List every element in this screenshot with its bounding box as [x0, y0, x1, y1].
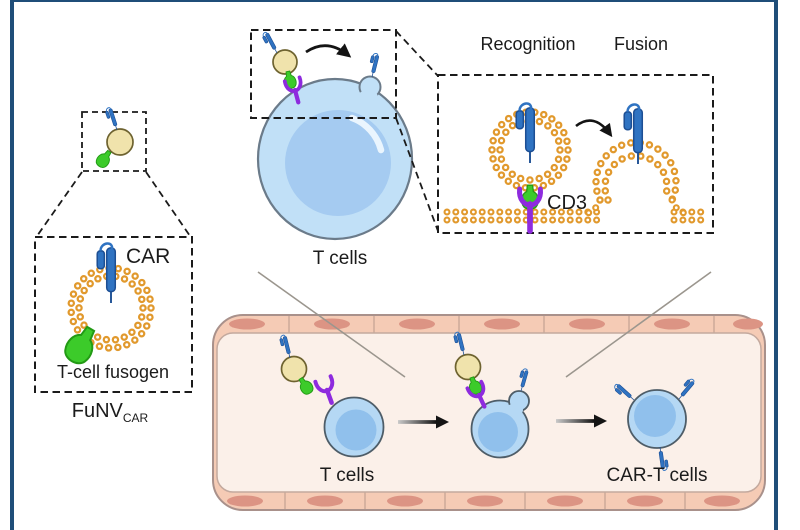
funv-free-vesicle — [278, 333, 316, 397]
nucleus — [478, 412, 518, 452]
step-arrow-2 — [556, 414, 607, 428]
mechanism-box — [437, 74, 714, 234]
curved-arrow — [305, 43, 352, 58]
nucleus — [285, 110, 391, 216]
vesicle-icon — [272, 49, 298, 75]
funv-detail-box — [34, 236, 193, 393]
binding-panel — [250, 29, 439, 232]
car-label: CAR — [126, 245, 171, 268]
car-t-cell — [612, 376, 697, 472]
cart-cells-label: CAR-T cells — [606, 465, 708, 486]
funv-panel — [34, 106, 193, 393]
car-receptor-icon — [366, 52, 380, 78]
zoom-box-binding — [250, 29, 397, 119]
endothelium-dividers — [284, 316, 715, 509]
car-receptor-icon — [514, 102, 536, 165]
endothelial-nuclei — [227, 318, 763, 507]
cd3-label: CD3 — [547, 192, 588, 214]
zoom-connector — [145, 171, 191, 237]
mechanism-panel — [437, 74, 714, 234]
funv-title: FuNVCAR — [71, 400, 149, 425]
tcells-vessel-label: T cells — [319, 465, 375, 486]
step-arrow-1 — [398, 415, 449, 429]
fusion-dome — [584, 138, 688, 217]
t-cell-closeup — [256, 77, 414, 241]
vesicle-icon — [106, 128, 134, 156]
zoom-box-small — [81, 111, 147, 172]
zoom-connector — [395, 117, 439, 232]
zoom-connector — [395, 30, 439, 77]
nucleus — [335, 409, 377, 451]
vesicle-icon — [280, 355, 308, 383]
recognition-label: Recognition — [480, 34, 576, 54]
zoom-connector — [36, 171, 83, 237]
fusogen-label: T-cell fusogen — [56, 362, 170, 382]
leader-line-left — [257, 271, 406, 378]
leader-line-right — [565, 271, 712, 378]
t-cell-fusing — [452, 330, 530, 459]
tcell-closeup-label: T cells — [312, 248, 368, 269]
plasma-membrane — [443, 208, 709, 224]
fusion-label: Fusion — [613, 34, 669, 54]
t-cell-vessel — [315, 376, 385, 458]
funv-title-sub: CAR — [122, 411, 149, 425]
car-receptor-icon — [103, 106, 120, 133]
vesicle-icon — [454, 353, 482, 381]
car-receptor-icon — [260, 30, 280, 57]
nucleus — [634, 395, 676, 437]
curved-arrow — [575, 119, 613, 138]
funv-title-main: FuNV — [71, 400, 123, 422]
fusogen-icon — [59, 321, 103, 369]
highlight — [348, 114, 385, 154]
